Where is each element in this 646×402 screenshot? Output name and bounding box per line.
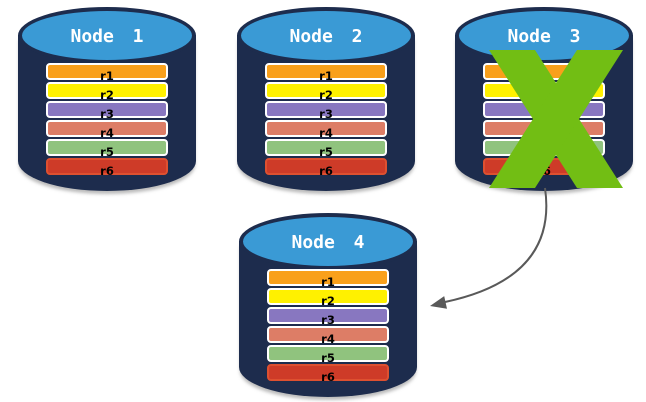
record-label: r5 [321,351,335,365]
node-title: Node 3 [507,25,581,47]
record-r1: r1 [267,269,389,289]
record-r1: r1 [265,63,387,83]
node-title: Node 1 [70,25,144,47]
x-stroke-ascending [489,50,623,188]
record-label: r6 [100,164,114,178]
record-label: r2 [319,88,333,102]
node-title: Node 4 [291,231,365,253]
record-r5: r5 [267,345,389,365]
node-title: Node 2 [289,25,363,47]
record-label: r5 [100,145,114,159]
record-r4: r4 [46,120,168,140]
record-r6: r6 [267,364,389,384]
cylinder-top: Node 4 [239,213,417,270]
record-r6: r6 [46,158,168,178]
record-r3: r3 [267,307,389,327]
record-r3: r3 [46,101,168,121]
record-list: r1 r2 r3 r4 r5 r6 [267,269,389,384]
node-4: Node 4 r1 r2 r3 r4 r5 r6 [239,213,417,397]
record-label: r3 [100,107,114,121]
record-r2: r2 [265,82,387,102]
record-r4: r4 [267,326,389,346]
record-r2: r2 [46,82,168,102]
record-r5: r5 [265,139,387,159]
record-r6: r6 [265,158,387,178]
node-1: Node 1 r1 r2 r3 r4 r5 r6 [18,7,196,191]
record-label: r1 [321,275,335,289]
record-label: r2 [321,294,335,308]
record-label: r3 [321,313,335,327]
record-r4: r4 [265,120,387,140]
cylinder-top: Node 1 [18,7,196,64]
record-label: r2 [100,88,114,102]
record-label: r5 [319,145,333,159]
failure-x-icon [489,50,623,188]
record-label: r4 [100,126,114,140]
record-label: r4 [319,126,333,140]
record-label: r3 [319,107,333,121]
arrow-curve [444,187,548,303]
cylinder-top: Node 2 [237,7,415,64]
record-label: r4 [321,332,335,346]
arrow-head [430,296,447,309]
record-list: r1 r2 r3 r4 r5 r6 [265,63,387,178]
record-label: r6 [321,370,335,384]
node-3: Node 3 r1 r2 r3 r4 r5 r6 [455,7,633,191]
record-r2: r2 [267,288,389,308]
record-r5: r5 [46,139,168,159]
record-label: r1 [100,69,114,83]
failover-arrow [430,187,548,309]
record-r1: r1 [46,63,168,83]
record-label: r1 [319,69,333,83]
record-r3: r3 [265,101,387,121]
node-2: Node 2 r1 r2 r3 r4 r5 r6 [237,7,415,191]
record-list: r1 r2 r3 r4 r5 r6 [46,63,168,178]
record-label: r6 [319,164,333,178]
